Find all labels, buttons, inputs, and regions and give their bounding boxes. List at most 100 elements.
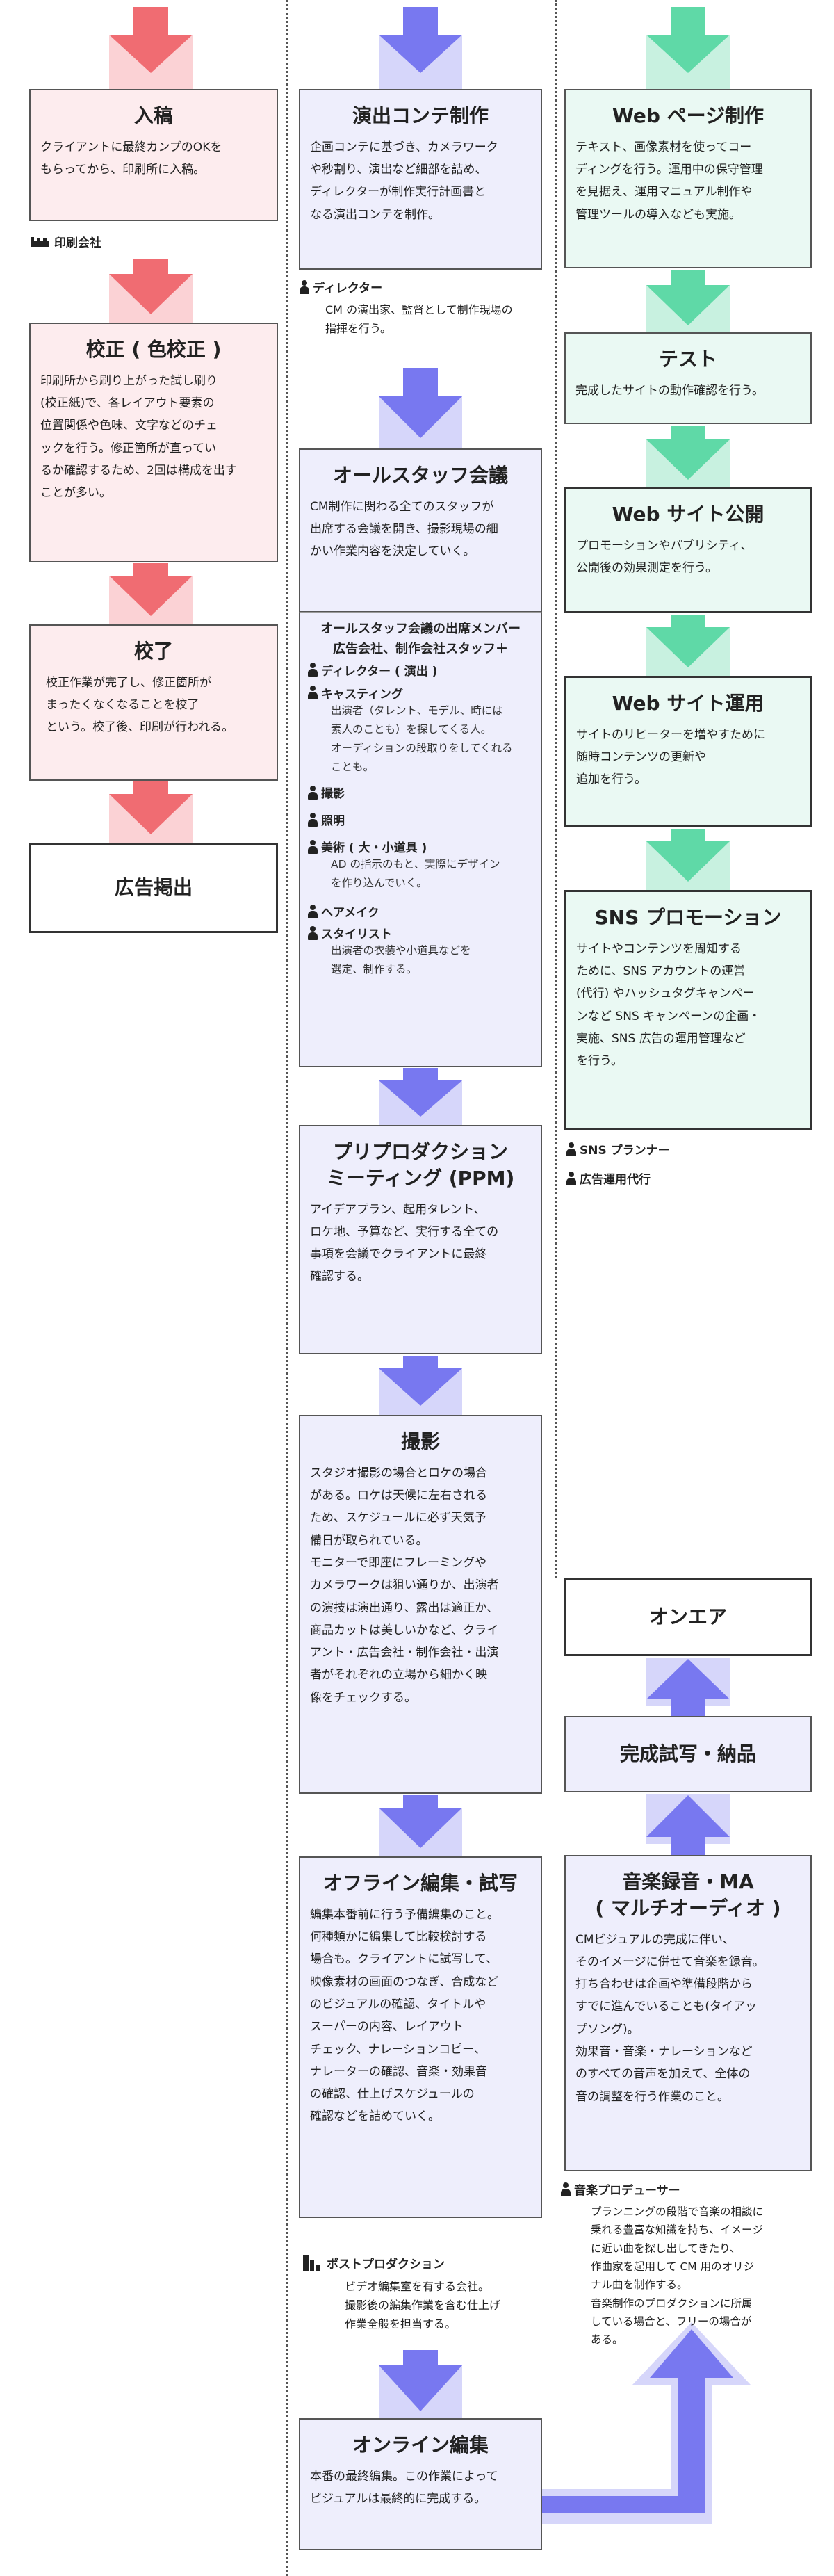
member-header-sub: 広告会社、制作会社スタッフ＋ xyxy=(333,641,508,656)
member-item: ヘアメイク xyxy=(307,902,534,920)
role-sns-planner: SNS プランナー xyxy=(566,1140,670,1158)
step-desc: CM制作に関わる全てのスタッフが 出席する会議を開き、撮影現場の細 かい作業内容… xyxy=(310,499,498,559)
column-divider-right xyxy=(555,0,557,1578)
role-label: ポストプロダクション xyxy=(327,2258,445,2271)
role-printer: 印刷会社 xyxy=(31,233,101,250)
arrow-down-icon xyxy=(106,781,196,843)
step-online: オンライン編集 本番の最終編集。この作業によって ビジュアルは最終的に完成する。 xyxy=(299,2418,542,2550)
step-koryo: 校了 校正作業が完了し、修正箇所が まったくなくなることを校了 という。校了後、… xyxy=(29,624,278,781)
role-director-desc: CM の演出家、監督として制作現場の 指揮を行う。 xyxy=(325,303,513,336)
step-desc: クライアントに最終カンプのOKを もらってから、印刷所に入稿。 xyxy=(40,140,222,177)
member-desc: 出演者の衣装や小道具などを 選定、制作する。 xyxy=(331,944,471,976)
arrow-down-icon xyxy=(643,615,733,676)
step-allstaff: オールスタッフ会議 CM制作に関わる全てのスタッフが 出席する会議を開き、撮影現… xyxy=(299,448,542,613)
step-title: オフライン編集・試写 xyxy=(322,1872,518,1895)
step-ppm: プリプロダクションミーティング (PPM) アイデアプラン、起用タレント、 ロケ… xyxy=(299,1125,542,1354)
member-item: 美術 ( 大・小道具 ) xyxy=(307,838,534,855)
arrow-down-icon xyxy=(643,7,733,89)
member-item: キャスティング xyxy=(307,684,534,702)
person-icon xyxy=(307,839,318,854)
step-desc: 編集本番前に行う予備編集のこと。 何種類かに編集して比較検討する 場合も。クライ… xyxy=(310,1907,499,2124)
step-site-operation: Web サイト運用 サイトのリピーターを増やすために 随時コンテンツの更新や 追… xyxy=(564,676,812,827)
step-title: Web サイト運用 xyxy=(612,692,764,715)
member-item: 照明 xyxy=(307,811,534,828)
step-desc: サイトのリピーターを増やすために 随時コンテンツの更新や 追加を行う。 xyxy=(576,727,765,787)
step-title: 校正 ( 色校正 ) xyxy=(85,338,222,361)
step-title: オールスタッフ会議 xyxy=(332,464,508,487)
step-web-page: Web ページ制作 テキスト、画像素材を使ってコー ディングを行う。運用中の保守… xyxy=(564,89,812,268)
building-icon xyxy=(303,2254,320,2271)
role-post-production: ポストプロダクション xyxy=(303,2254,445,2271)
step-music-recording: 音楽録音・MA( マルチオーディオ ) CMビジュアルの完成に伴い、 そのイメー… xyxy=(564,1855,812,2171)
arrow-down-icon xyxy=(106,7,196,89)
role-ad-operation: 広告運用代行 xyxy=(566,1169,651,1187)
member-header: オールスタッフ会議の出席メンバー xyxy=(320,622,521,636)
allstaff-member-list: オールスタッフ会議の出席メンバー 広告会社、制作会社スタッフ＋ ディレクター (… xyxy=(299,612,542,1067)
factory-icon xyxy=(31,236,49,247)
arrow-down-icon xyxy=(643,270,733,334)
step-title: オンライン編集 xyxy=(352,2433,489,2456)
arrow-down-icon xyxy=(106,563,196,624)
role-post-desc: ビデオ編集室を有する会社。 撮影後の編集作業を含む仕上げ 作業全般を担当する。 xyxy=(345,2280,501,2331)
role-music-producer: 音楽プロデューサー xyxy=(560,2180,680,2198)
step-onair: オンエア xyxy=(564,1578,812,1656)
person-icon xyxy=(307,686,318,700)
step-desc: サイトやコンテンツを周知する ために、SNS アカウントの運営 (代行) やハッ… xyxy=(576,941,761,1069)
person-icon xyxy=(307,904,318,918)
step-site-launch: Web サイト公開 プロモーションやパブリシティ、 公開後の効果測定を行う。 xyxy=(564,487,812,613)
step-kosei: 校正 ( 色校正 ) 印刷所から刷り上がった試し刷り (校正紙)で、各レイアウト… xyxy=(29,323,278,562)
person-icon xyxy=(560,2182,571,2196)
step-title: 校了 xyxy=(133,640,173,663)
arrow-down-icon xyxy=(375,7,466,89)
step-title: 広告掲出 xyxy=(114,876,193,900)
step-title: 入稿 xyxy=(133,104,173,127)
step-offline: オフライン編集・試写 編集本番前に行う予備編集のこと。 何種類かに編集して比較検… xyxy=(299,1856,542,2218)
member-item: スタイリスト xyxy=(307,924,534,941)
arrow-down-icon xyxy=(106,259,196,323)
step-title: プリプロダクションミーティング (PPM) xyxy=(326,1140,515,1190)
step-desc: スタジオ撮影の場合とロケの場合 がある。ロケは天候に左右される ため、スケジュー… xyxy=(310,1466,499,1705)
step-conte: 演出コンテ制作 企画コンテに基づき、カメラワーク や秒割り、演出など細部を詰め、… xyxy=(299,89,542,270)
member-item: 撮影 xyxy=(307,784,534,801)
step-title: Web サイト公開 xyxy=(612,503,764,526)
step-test: テスト 完成したサイトの動作確認を行う。 xyxy=(564,332,812,424)
role-music-desc: プランニングの段階で音楽の相談に 乗れる豊富な知識を持ち、イメージ に近い曲を探… xyxy=(591,2205,764,2347)
step-title: SNS プロモーション xyxy=(594,906,782,929)
step-desc: 企画コンテに基づき、カメラワーク や秒割り、演出など細部を詰め、 ディレクターが… xyxy=(310,140,498,222)
role-label: 音楽プロデューサー xyxy=(574,2184,680,2198)
step-title: オンエア xyxy=(648,1605,727,1629)
arrow-up-connector-icon xyxy=(542,2287,785,2524)
step-title: Web ページ制作 xyxy=(612,104,764,127)
person-icon xyxy=(307,925,318,940)
person-icon xyxy=(566,1171,577,1185)
step-keisai: 広告掲出 xyxy=(29,843,278,933)
arrow-down-icon xyxy=(375,1068,466,1125)
arrow-down-icon xyxy=(643,829,733,890)
step-desc: プロモーションやパブリシティ、 公開後の効果測定を行う。 xyxy=(576,538,753,576)
step-title: 撮影 xyxy=(400,1430,440,1453)
step-desc: テキスト、画像素材を使ってコー ディングを行う。運用中の保守管理 を見据え、運用… xyxy=(575,140,763,222)
step-desc: 印刷所から刷り上がった試し刷り (校正紙)で、各レイアウト要素の 位置関係や色味… xyxy=(40,373,237,501)
column-divider-left xyxy=(286,0,288,2576)
arrow-down-icon xyxy=(643,426,733,488)
person-icon xyxy=(299,280,310,294)
arrow-up-icon xyxy=(643,1794,733,1855)
step-desc: 本番の最終編集。この作業によって ビジュアルは最終的に完成する。 xyxy=(310,2469,498,2506)
step-desc: 校正作業が完了し、修正箇所が まったくなくなることを校了 という。校了後、印刷が… xyxy=(46,675,234,735)
role-label: ディレクター xyxy=(313,282,383,295)
person-icon xyxy=(307,785,318,800)
step-desc: CMビジュアルの完成に伴い、 そのイメージに併せて音楽を録音。 打ち合わせは企画… xyxy=(575,1932,764,2104)
step-title: テスト xyxy=(658,348,717,371)
role-label: 広告運用代行 xyxy=(580,1173,651,1187)
step-nyuko: 入稿 クライアントに最終カンプのOKを もらってから、印刷所に入稿。 xyxy=(29,89,278,221)
arrow-down-icon xyxy=(375,1356,466,1415)
step-desc: 完成したサイトの動作確認を行う。 xyxy=(575,383,764,398)
arrow-up-icon xyxy=(643,1658,733,1716)
arrow-down-icon xyxy=(375,1795,466,1856)
role-label: SNS プランナー xyxy=(580,1144,670,1158)
step-title: 完成試写・納品 xyxy=(619,1742,756,1766)
step-delivery: 完成試写・納品 xyxy=(564,1716,812,1792)
person-icon xyxy=(307,812,318,827)
member-item: ディレクター ( 演出 ) xyxy=(307,661,534,679)
person-icon xyxy=(307,663,318,677)
